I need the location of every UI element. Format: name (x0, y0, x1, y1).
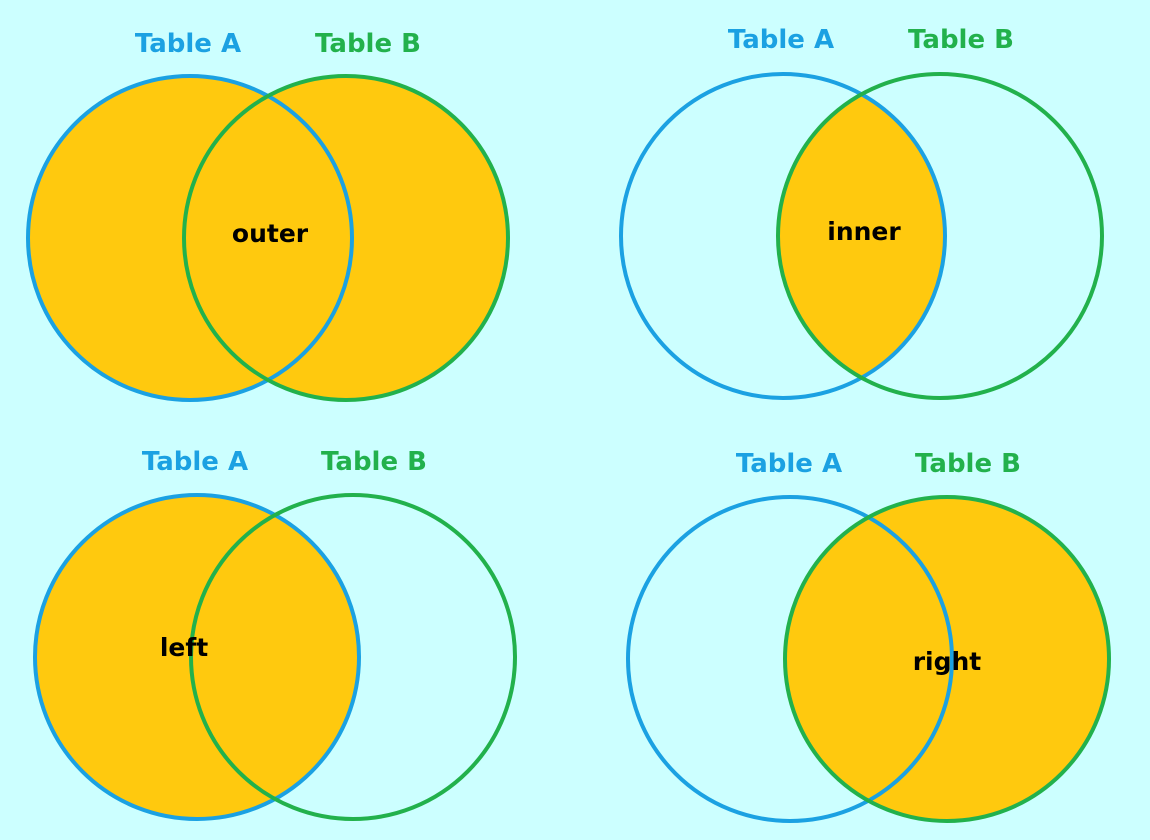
join-label-outer: outer (232, 219, 309, 248)
table-b-circle (783, 495, 1111, 823)
table-b-fill (785, 497, 1109, 821)
venn-outer: Table A Table B outer (26, 29, 510, 402)
venn-left: Table A Table B left (33, 447, 517, 821)
table-a-circle (626, 495, 954, 823)
join-label-right: right (913, 647, 982, 676)
table-b-circle (182, 74, 510, 402)
table-b-label: Table B (321, 447, 427, 477)
table-a-circle (619, 72, 947, 400)
table-a-label: Table A (142, 447, 248, 477)
table-b-label: Table B (908, 25, 1014, 55)
table-a-circle (26, 74, 354, 402)
table-b-circle (776, 72, 1104, 400)
join-label-left: left (160, 633, 208, 662)
venn-inner: Table A Table B inner (619, 25, 1104, 400)
table-a-label: Table A (736, 449, 842, 479)
table-a-label: Table A (135, 29, 241, 59)
table-b-label: Table B (315, 29, 421, 59)
venn-right: Table A Table B right (626, 449, 1111, 823)
intersection-fill (778, 74, 945, 398)
table-b-label: Table B (915, 449, 1021, 479)
table-a-fill (35, 495, 359, 819)
table-a-label: Table A (728, 25, 834, 55)
table-b-fill (184, 76, 508, 400)
table-b-circle (189, 493, 517, 821)
table-a-circle (33, 493, 361, 821)
join-label-inner: inner (827, 217, 901, 246)
